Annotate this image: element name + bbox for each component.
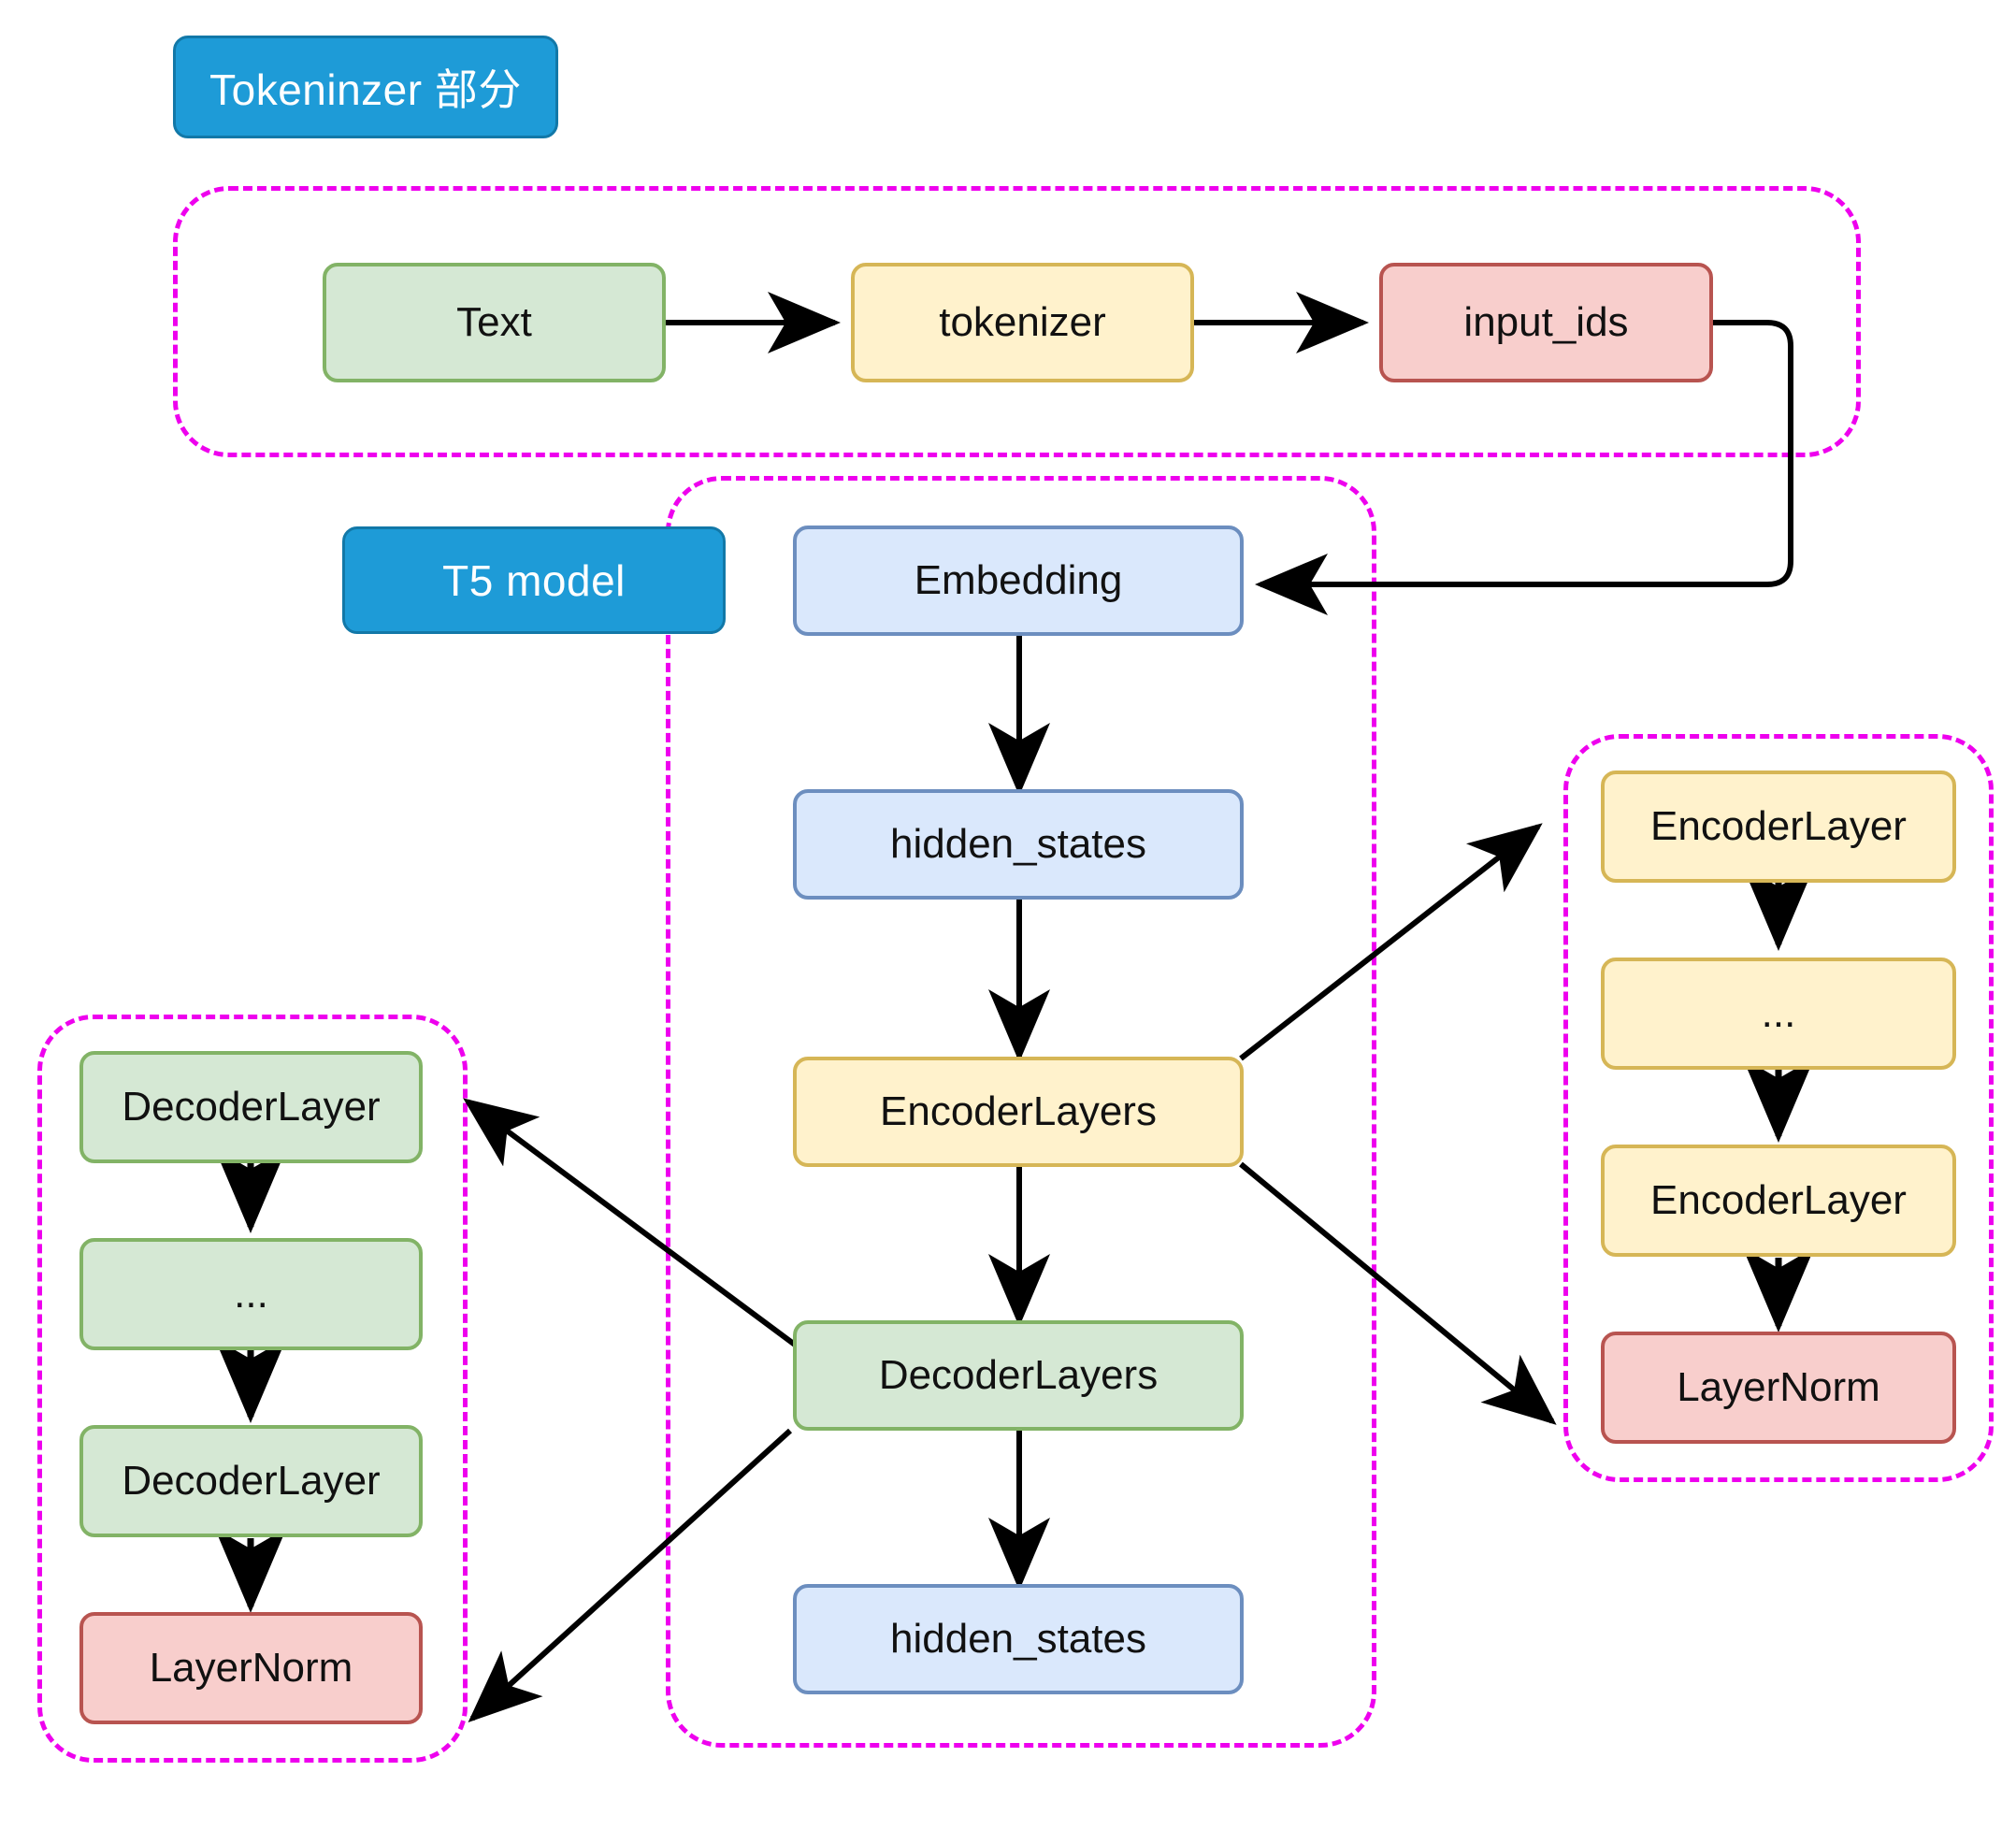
node-encoder-layer-ellipsis-label: ...: [1761, 989, 1796, 1036]
node-decoder-layer-last[interactable]: DecoderLayer: [79, 1425, 423, 1537]
node-decoder-layers[interactable]: DecoderLayers: [793, 1320, 1244, 1431]
node-hidden-states-bottom-label: hidden_states: [890, 1615, 1146, 1662]
node-tokenizer-label: tokenizer: [939, 298, 1106, 345]
node-encoder-layernorm[interactable]: LayerNorm: [1601, 1332, 1956, 1444]
node-decoder-layernorm[interactable]: LayerNorm: [79, 1612, 423, 1724]
tokenizer-section-pill: Tokeninzer 部分: [173, 36, 558, 138]
node-embedding-label: Embedding: [914, 556, 1123, 603]
node-decoder-layer-first[interactable]: DecoderLayer: [79, 1051, 423, 1163]
node-input-ids-label: input_ids: [1463, 298, 1629, 345]
node-encoder-layers[interactable]: EncoderLayers: [793, 1057, 1244, 1167]
node-input-ids[interactable]: input_ids: [1379, 263, 1713, 382]
node-decoder-layers-label: DecoderLayers: [878, 1351, 1159, 1398]
node-hidden-states-top[interactable]: hidden_states: [793, 789, 1244, 900]
tokenizer-group: [173, 186, 1861, 457]
node-decoder-layer-ellipsis-label: ...: [234, 1270, 268, 1317]
node-encoder-layer-first[interactable]: EncoderLayer: [1601, 770, 1956, 883]
node-encoder-layer-last[interactable]: EncoderLayer: [1601, 1145, 1956, 1257]
tokenizer-section-label: Tokeninzer 部分: [209, 65, 522, 114]
node-text[interactable]: Text: [323, 263, 666, 382]
node-hidden-states-top-label: hidden_states: [890, 820, 1146, 867]
node-encoder-layer-last-label: EncoderLayer: [1650, 1176, 1907, 1223]
t5-model-section-label: T5 model: [442, 555, 626, 605]
node-decoder-layer-ellipsis[interactable]: ...: [79, 1238, 423, 1350]
node-decoder-layer-last-label: DecoderLayer: [122, 1457, 381, 1504]
node-text-label: Text: [456, 298, 532, 345]
node-hidden-states-bottom[interactable]: hidden_states: [793, 1584, 1244, 1694]
t5-model-section-pill: T5 model: [342, 526, 726, 634]
node-encoder-layernorm-label: LayerNorm: [1677, 1363, 1880, 1410]
node-encoder-layer-first-label: EncoderLayer: [1650, 802, 1907, 849]
decoder-stack-group: [37, 1015, 468, 1763]
node-decoder-layer-first-label: DecoderLayer: [122, 1083, 381, 1130]
node-encoder-layers-label: EncoderLayers: [880, 1087, 1157, 1134]
encoder-stack-group: [1563, 734, 1994, 1482]
node-tokenizer[interactable]: tokenizer: [851, 263, 1194, 382]
node-encoder-layer-ellipsis[interactable]: ...: [1601, 958, 1956, 1070]
node-embedding[interactable]: Embedding: [793, 526, 1244, 636]
node-decoder-layernorm-label: LayerNorm: [149, 1644, 353, 1691]
